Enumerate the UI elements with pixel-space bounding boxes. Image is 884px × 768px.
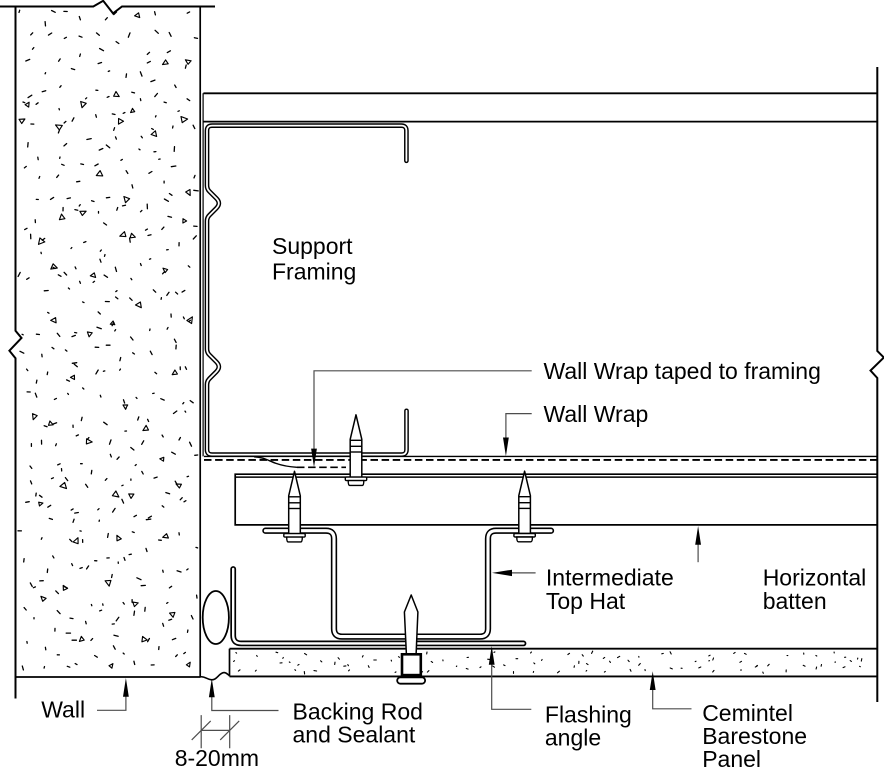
svg-text:Intermediate: Intermediate: [546, 565, 674, 591]
svg-text:Wall: Wall: [41, 697, 85, 723]
svg-text:8-20mm: 8-20mm: [175, 745, 259, 768]
svg-text:Wall Wrap taped to framing: Wall Wrap taped to framing: [544, 358, 821, 384]
svg-text:Cemintel: Cemintel: [702, 700, 793, 726]
svg-text:and Sealant: and Sealant: [293, 722, 416, 748]
svg-text:Flashing: Flashing: [545, 702, 632, 728]
svg-text:Backing Rod: Backing Rod: [293, 698, 423, 724]
svg-text:Top Hat: Top Hat: [546, 588, 626, 614]
svg-text:Horizontal: Horizontal: [763, 565, 867, 591]
svg-text:Framing: Framing: [272, 259, 356, 285]
svg-text:angle: angle: [545, 725, 601, 751]
svg-text:Wall Wrap: Wall Wrap: [544, 401, 649, 427]
svg-text:batten: batten: [763, 588, 827, 614]
svg-text:Support: Support: [272, 233, 353, 259]
svg-text:Panel: Panel: [702, 746, 761, 768]
svg-text:Barestone: Barestone: [702, 723, 807, 749]
